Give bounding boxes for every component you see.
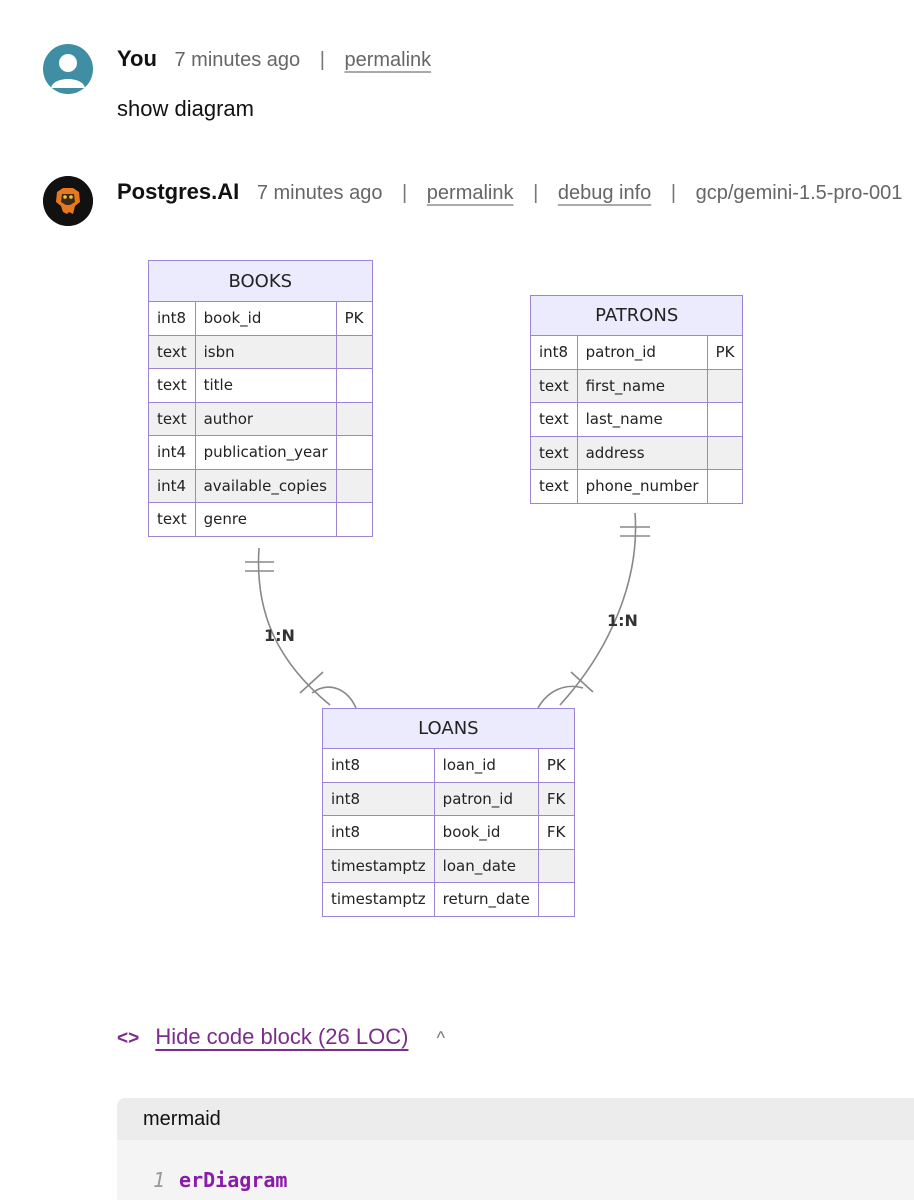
author-name: You [117,46,157,71]
column-type: int8 [322,748,435,783]
timestamp: 7 minutes ago [174,49,301,71]
column-type: text [148,502,196,537]
column-name: address [576,435,708,470]
column-type: int4 [148,435,196,470]
column-key [537,848,575,883]
loans-crowfoot [537,685,584,709]
column-type: text [148,334,196,369]
column-key [335,502,373,537]
column-type: int8 [322,815,435,850]
message-meta-bot: Postgres.AI 7 minutes ago | permalink | … [117,179,902,205]
message-text: show diagram [117,96,254,121]
column-name: available_copies [194,468,337,503]
message-meta-user: You 7 minutes ago | permalink [117,46,431,72]
code-text: erDiagram [179,1168,288,1192]
books-loans-cardinality: 1:N [264,626,295,645]
permalink-link[interactable]: permalink [426,182,514,204]
column-key [537,882,575,917]
column-name: isbn [194,334,337,369]
timestamp: 7 minutes ago [256,182,383,204]
column-name: return_date [433,882,539,917]
column-type: text [530,402,578,437]
column-name: last_name [576,402,708,437]
elephant-logo-icon [43,176,93,226]
separator: | [533,182,539,204]
column-name: author [194,401,337,436]
column-key [335,334,373,369]
column-name: publication_year [194,435,337,470]
column-key: PK [537,748,575,783]
column-name: genre [194,502,337,537]
author-name: Postgres.AI [117,179,240,204]
column-key [706,368,744,403]
column-type: timestamptz [322,882,435,917]
column-key: FK [537,781,575,816]
column-name: loan_id [433,748,539,783]
books-loans-line [257,547,331,706]
column-name: phone_number [576,469,708,504]
entity-title: PATRONS [529,295,744,336]
user-avatar [43,44,93,94]
column-type: timestamptz [322,848,435,883]
column-name: title [194,368,337,403]
column-key [335,435,373,470]
column-key [706,469,744,504]
separator: | [319,49,325,71]
loans-many-marker [570,671,594,693]
loans-many-marker [299,671,324,694]
column-type: int8 [322,781,435,816]
permalink-link[interactable]: permalink [344,49,432,71]
column-type: text [530,435,578,470]
column-key [706,402,744,437]
loans-crowfoot [311,686,357,709]
code-icon: <> [117,1028,140,1049]
column-type: int8 [530,335,578,370]
code-line: 1 erDiagram [117,1140,914,1192]
patrons-loans-cardinality: 1:N [607,611,638,630]
column-name: book_id [194,301,337,336]
column-name: first_name [576,368,708,403]
patrons-loans-line [559,512,637,706]
bot-avatar [43,176,93,226]
column-name: loan_date [433,848,539,883]
code-block: mermaid 1 erDiagram [117,1098,914,1200]
column-type: text [530,469,578,504]
column-type: text [530,368,578,403]
chevron-up-icon[interactable]: ^ [436,1028,446,1048]
column-type: text [148,368,196,403]
separator: | [670,182,677,204]
column-key: PK [706,335,744,370]
column-key [335,368,373,403]
hide-code-toggle[interactable]: <> Hide code block (26 LOC) ^ [117,1024,445,1050]
column-type: int8 [148,301,196,336]
hide-code-label[interactable]: Hide code block (26 LOC) [155,1024,409,1049]
column-name: book_id [433,815,539,850]
column-type: int4 [148,468,196,503]
entity-title: BOOKS [148,260,373,302]
model-name: gcp/gemini-1.5-pro-001 [695,182,903,204]
separator: | [402,182,408,204]
line-number: 1 [153,1168,166,1192]
column-key [335,401,373,436]
debug-info-link[interactable]: debug info [557,182,652,204]
column-key: FK [537,815,575,850]
person-icon [51,54,85,88]
column-key [706,435,744,470]
code-language-label: mermaid [117,1098,914,1140]
entity-title: LOANS [322,708,575,749]
column-key: PK [335,301,373,336]
column-type: text [148,401,196,436]
column-name: patron_id [433,781,539,816]
column-name: patron_id [576,335,708,370]
column-key [335,468,373,503]
